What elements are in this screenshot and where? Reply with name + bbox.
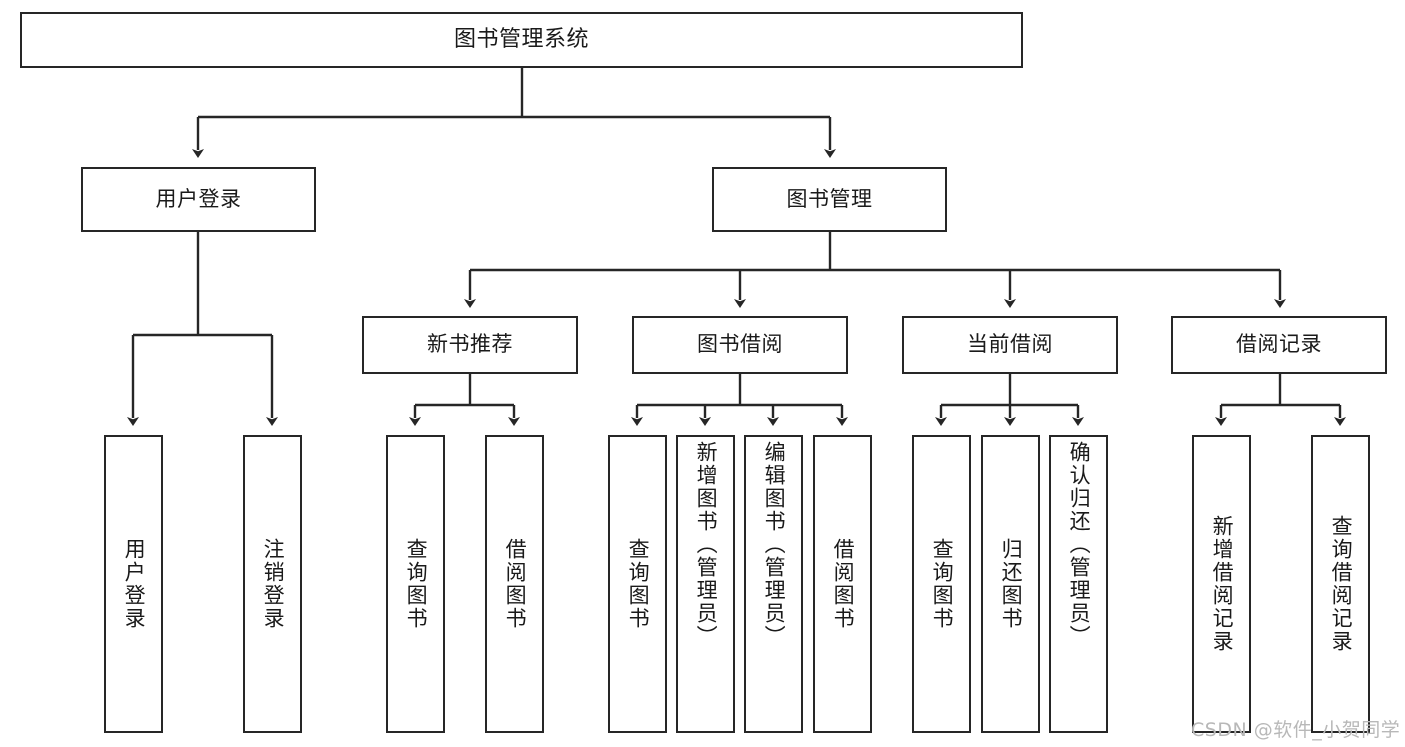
leaf-borrow-record-add-record[interactable]: 新增借阅记录 xyxy=(1192,435,1251,733)
leaf-book-borrow-query-book[interactable]: 查询图书 xyxy=(608,435,667,733)
node-book-management[interactable]: 图书管理 xyxy=(712,167,947,232)
leaf-current-borrow-confirm-return-admin[interactable]: 确认归还（管理员） xyxy=(1049,435,1108,733)
leaf-book-borrow-add-book-admin[interactable]: 新增图书（管理员） xyxy=(676,435,735,733)
leaf-book-borrow-edit-book-admin[interactable]: 编辑图书（管理员） xyxy=(744,435,803,733)
leaf-new-book-query-book[interactable]: 查询图书 xyxy=(386,435,445,733)
node-label: 编辑图书（管理员） xyxy=(762,441,787,648)
node-root-book-management-system[interactable]: 图书管理系统 xyxy=(20,12,1023,68)
node-label: 新增借阅记录 xyxy=(1210,515,1235,653)
node-label: 查询图书 xyxy=(930,538,955,630)
node-label: 用户登录 xyxy=(122,538,147,630)
leaf-borrow-record-query-record[interactable]: 查询借阅记录 xyxy=(1311,435,1370,733)
node-borrow-record[interactable]: 借阅记录 xyxy=(1171,316,1387,374)
leaf-current-borrow-return-book[interactable]: 归还图书 xyxy=(981,435,1040,733)
node-label: 借阅图书 xyxy=(831,538,856,630)
leaf-current-borrow-query-book[interactable]: 查询图书 xyxy=(912,435,971,733)
leaf-user-login-login[interactable]: 用户登录 xyxy=(104,435,163,733)
node-label: 查询借阅记录 xyxy=(1329,515,1354,653)
node-new-book-recommend[interactable]: 新书推荐 xyxy=(362,316,578,374)
node-book-borrow[interactable]: 图书借阅 xyxy=(632,316,848,374)
leaf-new-book-borrow-book[interactable]: 借阅图书 xyxy=(485,435,544,733)
node-label: 图书管理 xyxy=(786,186,873,211)
node-label: 图书管理系统 xyxy=(453,26,589,52)
leaf-book-borrow-borrow-book[interactable]: 借阅图书 xyxy=(813,435,872,733)
node-label: 当前借阅 xyxy=(967,332,1053,357)
node-label: 归还图书 xyxy=(999,538,1024,630)
leaf-user-login-logout[interactable]: 注销登录 xyxy=(243,435,302,733)
node-label: 借阅图书 xyxy=(503,538,528,630)
node-label: 图书借阅 xyxy=(697,332,783,357)
node-label: 新书推荐 xyxy=(427,332,513,357)
node-label: 确认归还（管理员） xyxy=(1067,441,1092,648)
node-label: 用户登录 xyxy=(155,186,242,211)
node-label: 注销登录 xyxy=(261,538,286,630)
node-current-borrow[interactable]: 当前借阅 xyxy=(902,316,1118,374)
node-label: 查询图书 xyxy=(404,538,429,630)
node-label: 新增图书（管理员） xyxy=(694,441,719,648)
node-label: 查询图书 xyxy=(626,538,651,630)
node-user-login[interactable]: 用户登录 xyxy=(81,167,316,232)
node-label: 借阅记录 xyxy=(1236,332,1322,357)
